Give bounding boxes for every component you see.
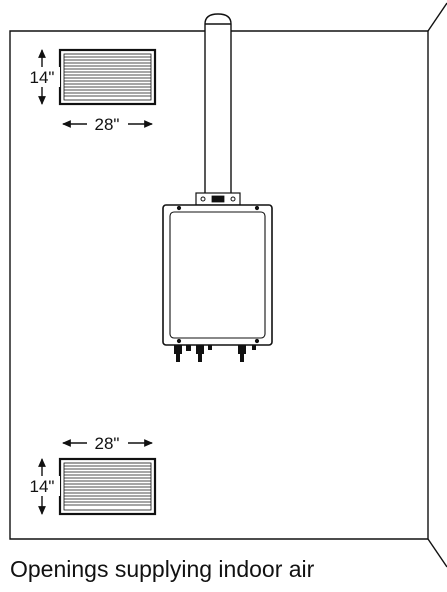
pipe-connections [174, 345, 256, 362]
wall [9, 2, 447, 568]
bottom-vent-grille [58, 457, 157, 516]
bottom-vent-height-label: 14" [30, 477, 55, 496]
flue-pipe [204, 13, 232, 199]
top-vent-width-label: 28" [95, 115, 120, 134]
water-heater [162, 192, 273, 362]
caption: Openings supplying indoor air [10, 556, 315, 582]
bottom-vent-width-label: 28" [95, 434, 120, 453]
top-vent-height-label: 14" [30, 68, 55, 87]
top-vent: 14" 28" [24, 48, 157, 134]
top-vent-grille [58, 48, 157, 106]
bottom-vent: 28" 14" [24, 433, 157, 516]
